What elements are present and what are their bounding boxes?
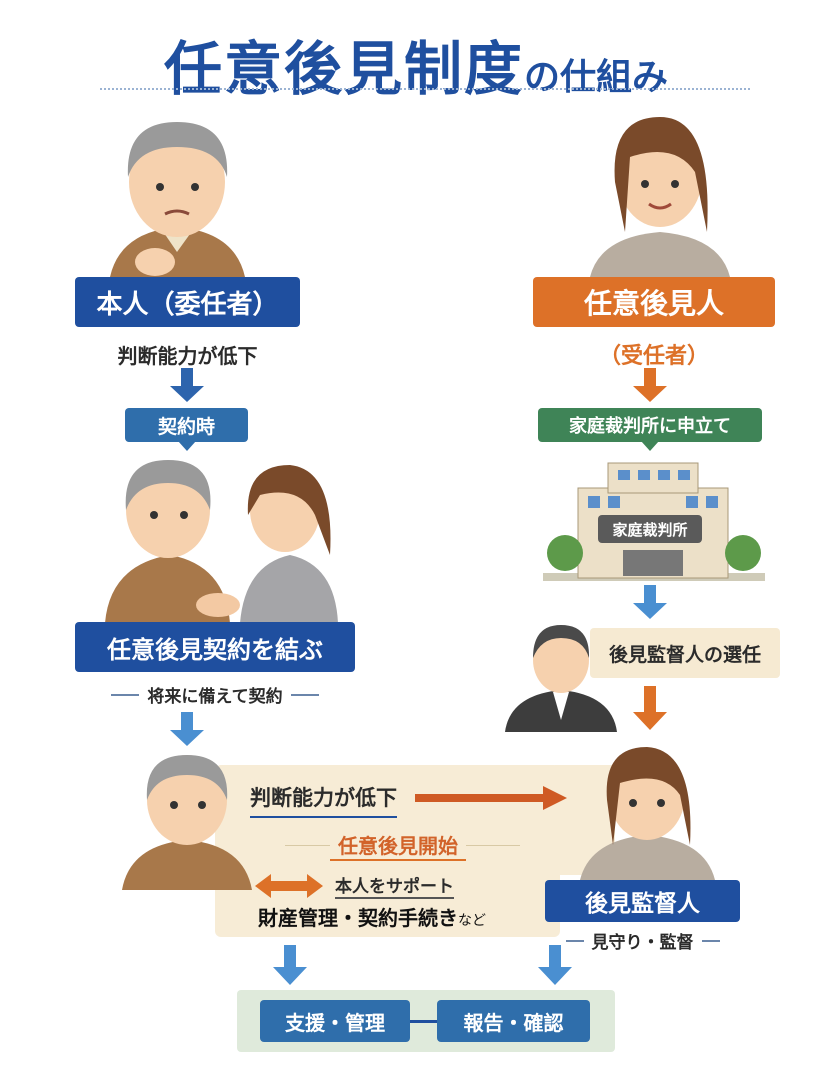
supervisor-selection: 後見監督人の選任 [590, 628, 780, 678]
handshake-illustration [105, 460, 338, 623]
supervisor-man-illustration [505, 625, 617, 732]
arrow-down-icon [633, 686, 667, 730]
petition-callout: 家庭裁判所に申立て [538, 408, 762, 451]
title-divider [100, 88, 750, 90]
result-report: 報告・確認 [437, 1000, 590, 1042]
decline-text: 判断能力が低下 [117, 344, 258, 368]
court-sign: 家庭裁判所 [598, 515, 702, 543]
guardian-woman-illustration [590, 117, 730, 277]
guardian-role: （受任者） [598, 344, 709, 369]
decline-text-bottom: 判断能力が低下 [250, 782, 397, 818]
arrow-down-icon [170, 712, 204, 746]
supervisor-note: 見守り・監督 [545, 928, 740, 953]
arrow-down-icon [633, 368, 667, 402]
start-label: 任意後見開始 [330, 830, 466, 861]
elderly-person-illustration [122, 755, 252, 890]
guardian-label: 任意後見人 [533, 277, 775, 327]
contract-label: 任意後見契約を結ぶ [75, 622, 355, 672]
contract-note: 将来に備えて契約 [90, 682, 340, 707]
double-arrow-icon [255, 874, 323, 898]
arrow-down-icon [633, 585, 667, 619]
arrow-right-icon [415, 786, 567, 810]
result-support: 支援・管理 [260, 1000, 410, 1042]
principal-label: 本人（委任者） [75, 277, 300, 327]
elderly-person-illustration [110, 122, 245, 277]
supervisor-label: 後見監督人 [545, 880, 740, 922]
contract-time-callout: 契約時 [125, 408, 248, 451]
arrow-down-icon [273, 945, 307, 985]
arrow-down-icon [538, 945, 572, 985]
page-title: 任意後見制度の仕組み [163, 35, 669, 103]
guardian-woman-illustration [580, 747, 715, 880]
support-detail: 財産管理・契約手続きなど [258, 906, 486, 930]
support-label: 本人をサポート [335, 872, 454, 899]
arrow-down-icon [170, 368, 204, 402]
connector-line [405, 1020, 441, 1023]
